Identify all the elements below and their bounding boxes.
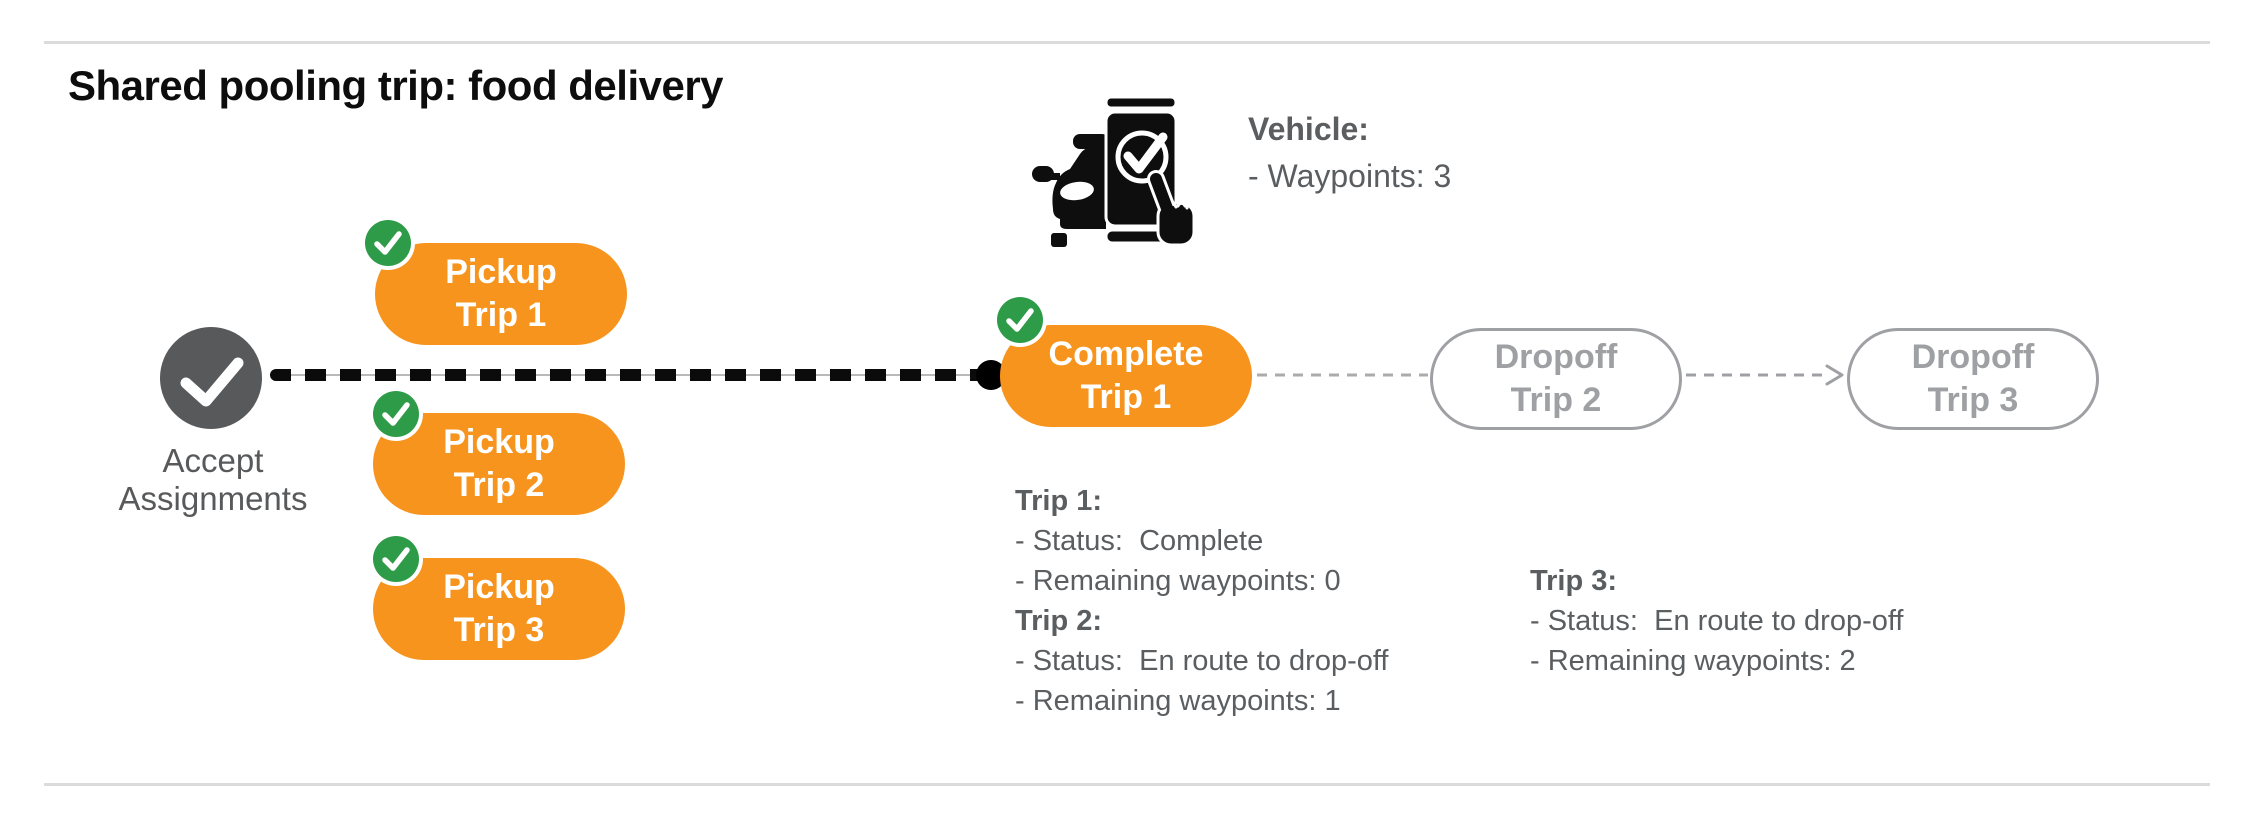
arrowhead-icon xyxy=(1825,364,1844,386)
trip3-heading: Trip 3: xyxy=(1530,565,1618,597)
route-dashed-line xyxy=(270,369,985,381)
page-title: Shared pooling trip: food delivery xyxy=(68,62,724,109)
pickup1-line1: Pickup xyxy=(445,253,557,291)
car-mirror-stem xyxy=(1048,173,1060,180)
check-badge-icon xyxy=(373,391,419,437)
top-divider xyxy=(44,41,2210,44)
screen-check-mark xyxy=(1123,132,1168,174)
vehicle-heading: Vehicle: xyxy=(1248,111,1369,147)
phone-top-cap xyxy=(1104,95,1178,110)
pickup3-line2: Trip 3 xyxy=(453,611,545,649)
connector-complete-to-dropoff2 xyxy=(1257,373,1428,377)
screen-check-circle xyxy=(1115,130,1169,184)
trip2-heading: Trip 2: xyxy=(1015,605,1103,637)
pickup-trip-1-node: Pickup Trip 1 xyxy=(375,243,627,345)
car-headlight-shape xyxy=(1060,181,1094,201)
accept-label-line2: Assignments xyxy=(118,480,308,517)
complete-line1: Complete xyxy=(1048,335,1204,373)
pickup-trip-3-node: Pickup Trip 3 xyxy=(373,558,625,660)
bottom-divider xyxy=(44,783,2210,786)
dropoff2-line1: Dropoff xyxy=(1494,338,1618,376)
trip-status-block-left: Trip 1: - Status: Complete - Remaining w… xyxy=(1015,481,1388,721)
accept-label-line1: Accept xyxy=(162,442,264,479)
hand-finger-shape xyxy=(1150,173,1174,217)
trip3-waypoints-line: - Remaining waypoints: 2 xyxy=(1530,645,1856,677)
vehicle-waypoints: - Waypoints: 3 xyxy=(1248,158,1452,194)
trip2-status-line: - Status: En route to drop-off xyxy=(1015,645,1389,677)
dropoff2-line2: Trip 2 xyxy=(1510,381,1602,419)
vehicle-phone-check-icon xyxy=(1032,95,1196,247)
car-lidar-shape xyxy=(1073,134,1109,149)
pickup3-line1: Pickup xyxy=(443,568,555,606)
dropoff3-line2: Trip 3 xyxy=(1927,381,2019,419)
trip1-waypoints-line: - Remaining waypoints: 0 xyxy=(1015,565,1341,597)
check-icon xyxy=(180,357,244,407)
accept-assignments-label: Accept Assignments xyxy=(60,442,366,518)
dropoff-trip-2-node: Dropoff Trip 2 xyxy=(1430,328,1682,430)
check-badge-icon xyxy=(365,220,411,266)
check-badge-icon xyxy=(373,536,419,582)
trip2-waypoints-line: - Remaining waypoints: 1 xyxy=(1015,685,1341,717)
trip3-status-line: - Status: En route to drop-off xyxy=(1530,605,1904,637)
trip1-status-line: - Status: Complete xyxy=(1015,525,1264,557)
accept-assignments-node xyxy=(160,327,262,429)
pickup-trip-2-node: Pickup Trip 2 xyxy=(373,413,625,515)
dropoff3-line1: Dropoff xyxy=(1911,338,2035,376)
complete-trip-1-node: Complete Trip 1 xyxy=(1000,325,1252,427)
connector-dropoff2-to-dropoff3-arrow xyxy=(1686,364,1844,386)
dropoff-trip-3-node: Dropoff Trip 3 xyxy=(1847,328,2099,430)
check-badge-icon xyxy=(997,297,1043,343)
trip1-heading: Trip 1: xyxy=(1015,485,1103,517)
pickup2-line2: Trip 2 xyxy=(453,466,545,504)
trip-status-block-right: Trip 3: - Status: En route to drop-off -… xyxy=(1530,561,1903,681)
car-wheel-shape xyxy=(1051,233,1067,247)
complete-line2: Trip 1 xyxy=(1080,378,1172,416)
vehicle-info: Vehicle: - Waypoints: 3 xyxy=(1248,106,1451,200)
pickup2-line1: Pickup xyxy=(443,423,555,461)
pickup1-line2: Trip 1 xyxy=(455,296,547,334)
